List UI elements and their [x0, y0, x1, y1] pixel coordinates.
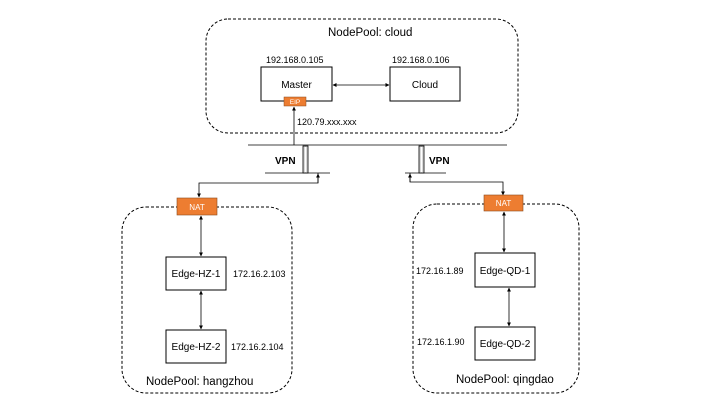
- nat-qd-label: NAT: [496, 199, 512, 208]
- eip-tag: [283, 96, 307, 107]
- eip-tag-label: EIP: [290, 99, 300, 106]
- master-label: Master: [281, 80, 312, 91]
- edge-qd-1-ip: 172.16.1.89: [416, 266, 464, 276]
- vpn-to-nat-qd-link: [409, 173, 505, 196]
- vpn-label-right: VPN: [429, 156, 450, 167]
- nat-qd: [483, 194, 524, 212]
- edge-qd-2-label: Edge-QD-2: [480, 339, 531, 350]
- nodepool-hangzhou: [121, 206, 293, 394]
- vpn-to-nat-hz-link: [197, 173, 319, 198]
- nodepool-cloud: [205, 18, 519, 134]
- nat-hz: [176, 197, 218, 216]
- cloud-node-ip: 192.168.0.106: [392, 55, 450, 65]
- edge-hz-2-label: Edge-HZ-2: [172, 342, 221, 353]
- edge-qd-2-node: [474, 326, 536, 361]
- pool-label-qingdao: NodePool: qingdao: [456, 374, 554, 386]
- nat-hz-label: NAT: [189, 203, 205, 212]
- vpn-label-left: VPN: [275, 156, 296, 167]
- master-node: [260, 66, 333, 102]
- edge-qd-2-ip: 172.16.1.90: [417, 337, 465, 347]
- nodepool-qingdao: [412, 203, 580, 394]
- pool-label-hangzhou: NodePool: hangzhou: [146, 376, 253, 388]
- pool-label-cloud: NodePool: cloud: [328, 27, 412, 39]
- edge-hz-2-node: [165, 329, 227, 364]
- edge-hz-1-label: Edge-HZ-1: [172, 269, 221, 280]
- edge-hz-1-ip: 172.16.2.103: [233, 269, 286, 279]
- edge-hz-1-node: [165, 256, 227, 291]
- cloud-node-label: Cloud: [412, 80, 438, 91]
- edge-qd-1-label: Edge-QD-1: [480, 266, 531, 277]
- edge-hz-2-ip: 172.16.2.104: [231, 342, 284, 352]
- cloud-node: [389, 66, 461, 102]
- eip-address: 120.79.xxx.xxx: [297, 117, 357, 127]
- edge-qd-1-node: [474, 252, 536, 288]
- master-ip: 192.168.0.105: [266, 55, 324, 65]
